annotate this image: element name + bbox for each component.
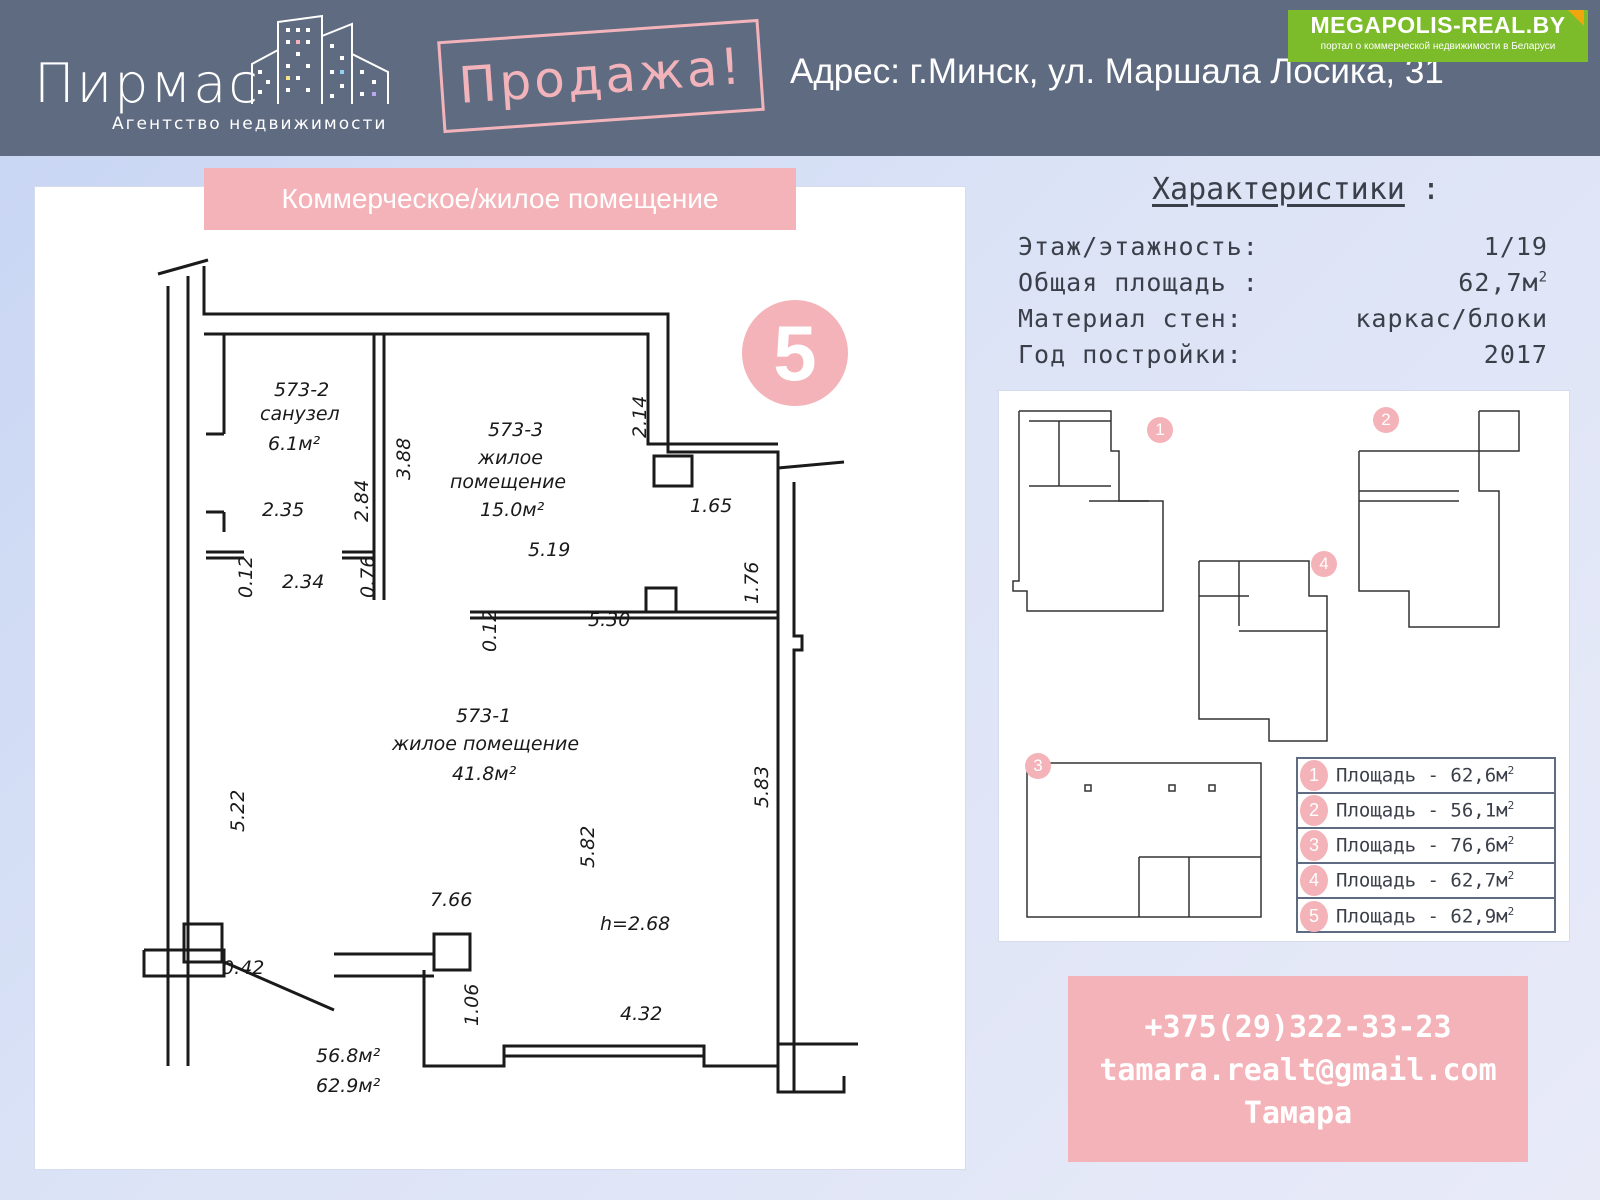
legend-number: 5 xyxy=(1300,901,1328,932)
char-value: 2017 xyxy=(1483,340,1548,369)
char-row-material: Материал стен: каркас/блоки xyxy=(1018,304,1548,333)
dim-2-35: 2.35 xyxy=(262,499,304,521)
thumb-number-2: 2 xyxy=(1373,407,1399,433)
ceiling-height: h=2.68 xyxy=(600,913,670,935)
portal-description: портал о коммерческой недвижимости в Бел… xyxy=(1320,41,1556,52)
legend-row-2: 2 Площадь - 56,1м2 xyxy=(1298,794,1554,829)
dim-5-82: 5.82 xyxy=(577,826,599,868)
room-573-2-area: 6.1м² xyxy=(268,433,321,455)
brand-subtitle: Агентство недвижимости xyxy=(112,114,388,134)
char-row-floor: Этаж/этажность: 1/19 xyxy=(1018,232,1548,261)
portal-badge[interactable]: MEGAPOLIS-REAL.BY портал о коммерческой … xyxy=(1288,10,1588,62)
room-573-1-area: 41.8м² xyxy=(452,763,517,785)
dim-5-22: 5.22 xyxy=(227,790,249,832)
dim-0-42: 0.42 xyxy=(222,957,264,979)
thumb-number-1: 1 xyxy=(1147,417,1173,443)
total-area-2: 62.9м² xyxy=(316,1075,381,1097)
char-label: Этаж/этажность: xyxy=(1018,232,1259,261)
room-573-1-code: 573-1 xyxy=(456,705,511,727)
area-legend: 1 Площадь - 62,6м2 2 Площадь - 56,1м2 3 … xyxy=(1296,757,1556,933)
legend-row-3: 3 Площадь - 76,6м2 xyxy=(1298,829,1554,864)
thumb-number-3: 3 xyxy=(1025,753,1051,779)
dim-0-12-left: 0.12 xyxy=(235,556,257,598)
char-label: Год постройки: xyxy=(1018,340,1243,369)
portal-name: MEGAPOLIS-REAL.BY xyxy=(1310,12,1566,38)
legend-text: Площадь - 62,6м2 xyxy=(1336,764,1515,787)
room-573-3-area: 15.0м² xyxy=(480,499,545,521)
contact-box: +375(29)322-33-23 tamara.realt@gmail.com… xyxy=(1068,976,1528,1162)
thumb-number-4: 4 xyxy=(1311,551,1337,577)
room-573-3-name: жилое xyxy=(477,447,543,469)
legend-number: 2 xyxy=(1300,795,1328,826)
dim-4-32: 4.32 xyxy=(620,1003,662,1025)
legend-row-4: 4 Площадь - 62,7м2 xyxy=(1298,864,1554,899)
char-value: 62,7м2 xyxy=(1458,268,1548,297)
dim-2-34: 2.34 xyxy=(282,571,324,593)
room-573-2-code: 573-2 xyxy=(274,379,329,401)
dim-2-14: 2.14 xyxy=(629,396,651,438)
contact-email[interactable]: tamara.realt@gmail.com xyxy=(1099,1053,1497,1088)
dim-0-76: 0.76 xyxy=(357,556,379,598)
contact-phone[interactable]: +375(29)322-33-23 xyxy=(1144,1010,1452,1045)
room-573-1-name: жилое помещение xyxy=(391,733,579,755)
dim-1-65: 1.65 xyxy=(690,495,732,517)
legend-row-5: 5 Площадь - 62,9м2 xyxy=(1298,899,1554,934)
legend-number: 1 xyxy=(1300,760,1328,791)
brand-name: Пирмас xyxy=(34,52,260,115)
legend-row-1: 1 Площадь - 62,6м2 xyxy=(1298,759,1554,794)
characteristics-title: Характеристики xyxy=(1152,172,1405,207)
dim-0-12-mid: 0.12 xyxy=(479,610,501,652)
dim-7-66: 7.66 xyxy=(430,889,472,911)
room-573-3-name2: помещение xyxy=(450,471,566,493)
dim-1-76: 1.76 xyxy=(741,562,763,604)
char-value: каркас/блоки xyxy=(1355,304,1548,333)
plan-title: Коммерческое/жилое помещение xyxy=(204,168,796,230)
dim-5-19: 5.19 xyxy=(528,539,570,561)
char-value: 1/19 xyxy=(1483,232,1548,261)
characteristics-title-colon: : xyxy=(1422,172,1441,207)
char-label: Общая площадь : xyxy=(1018,268,1259,297)
legend-text: Площадь - 62,9м2 xyxy=(1336,905,1515,928)
dim-2-84: 2.84 xyxy=(351,480,373,522)
portal-corner-decoration xyxy=(1568,10,1584,26)
char-row-year: Год постройки: 2017 xyxy=(1018,340,1548,369)
dim-3-88: 3.88 xyxy=(393,438,415,480)
legend-text: Площадь - 76,6м2 xyxy=(1336,834,1515,857)
legend-number: 4 xyxy=(1300,865,1328,896)
legend-number: 3 xyxy=(1300,830,1328,861)
dim-5-83: 5.83 xyxy=(751,766,773,808)
room-573-2-name: санузел xyxy=(260,403,340,425)
dim-5-30: 5.30 xyxy=(588,609,630,631)
legend-text: Площадь - 56,1м2 xyxy=(1336,799,1515,822)
char-label: Материал стен: xyxy=(1018,304,1243,333)
char-row-area: Общая площадь : 62,7м2 xyxy=(1018,268,1548,297)
legend-text: Площадь - 62,7м2 xyxy=(1336,869,1515,892)
total-area-1: 56.8м² xyxy=(316,1045,381,1067)
room-573-3-code: 573-3 xyxy=(488,419,543,441)
plan-number-badge: 5 xyxy=(742,300,848,406)
contact-name: Тамара xyxy=(1243,1096,1353,1131)
building-logo-icon xyxy=(251,14,389,104)
plans-overview-drawing xyxy=(1012,410,1520,918)
floor-plan-drawing: 573-2 санузел 6.1м² 573-3 жилое помещени… xyxy=(142,258,858,1097)
dim-1-06: 1.06 xyxy=(461,984,483,1026)
